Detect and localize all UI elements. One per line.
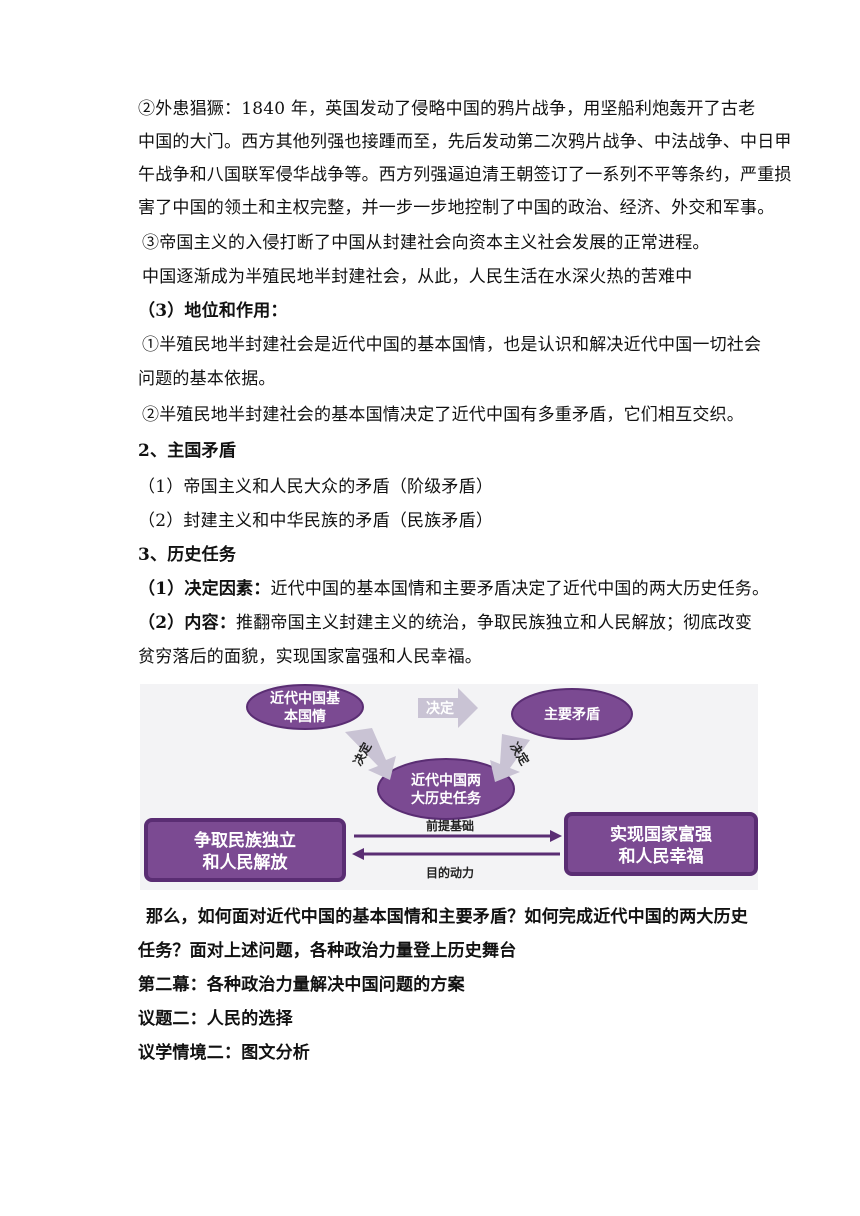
- paragraph-line: ②半殖民地半封建社会的基本国情决定了近代中国有多重矛盾，它们相互交织。: [142, 405, 744, 425]
- node-label: 近代中国两: [411, 772, 481, 789]
- paragraph-line: 中国逐渐成为半殖民地半封建社会，从此，人民生活在水深火热的苦难中: [142, 267, 693, 287]
- node-basic-conditions: [246, 684, 364, 730]
- paragraph-line: 害了中国的领土和主权完整，并一步一步地控制了中国的政治、经济、外交和军事。: [138, 198, 775, 218]
- paragraph-line: （1）决定因素：近代中国的基本国情和主要矛盾决定了近代中国的两大历史任务。: [138, 578, 769, 600]
- section-heading: 第二幕：各种政治力量解决中国问题的方案: [138, 975, 465, 995]
- section-heading: 3、历史任务: [138, 545, 237, 565]
- box-label: 和人民解放: [203, 852, 289, 873]
- paragraph-line: ①半殖民地半封建社会是近代中国的基本国情，也是认识和解决近代中国一切社会: [142, 335, 762, 355]
- node-two-tasks: [377, 758, 515, 820]
- task-diagram: 近代中国基 本国情 决定 主要矛盾 决定 决定 近代中国两 大历史任务 争取民族…: [140, 684, 758, 890]
- paragraph-line: 那么，如何面对近代中国的基本国情和主要矛盾？如何完成近代中国的两大历史: [146, 907, 748, 927]
- box-label: 实现国家富强: [610, 824, 712, 845]
- list-item: （2）封建主义和中华民族的矛盾（民族矛盾）: [138, 511, 494, 531]
- node-label: 近代中国基: [270, 690, 341, 707]
- label-bold: （2）内容：: [138, 613, 237, 633]
- paragraph-line: 午战争和八国联军侵华战争等。西方列强逼迫清王朝签订了一系列不平等条约，严重损: [138, 165, 792, 185]
- paragraph-line: 中国的大门。西方其他列强也接踵而至，先后发动第二次鸦片战争、中法战争、中日甲: [138, 132, 792, 152]
- section-heading: （3）地位和作用：: [138, 301, 288, 321]
- section-heading: 议学情境二：图文分析: [138, 1043, 310, 1063]
- paragraph-line: 问题的基本依据。: [138, 369, 276, 389]
- paragraph-line: 任务？面对上述问题，各种政治力量登上历史舞台: [138, 941, 517, 961]
- paragraph-line: 贫穷落后的面貌，实现国家富强和人民幸福。: [138, 647, 482, 667]
- paragraph-line: ③帝国主义的入侵打断了中国从封建社会向资本主义社会发展的正常进程。: [142, 233, 710, 253]
- text: 近代中国的基本国情和主要矛盾决定了近代中国的两大历史任务。: [270, 579, 770, 599]
- label-bold: （1）决定因素：: [138, 579, 271, 599]
- box-independence: [144, 818, 346, 882]
- node-label: 主要矛盾: [544, 706, 600, 723]
- box-label: 争取民族独立: [194, 830, 296, 851]
- list-item: （1）帝国主义和人民大众的矛盾（阶级矛盾）: [138, 477, 494, 497]
- section-heading: 2、主国矛盾: [138, 441, 237, 461]
- text: 推翻帝国主义封建主义的统治，争取民族独立和人民解放；彻底改变: [236, 613, 753, 633]
- arrow-decide-right-slant: [490, 734, 530, 782]
- paragraph-line: （2）内容：推翻帝国主义封建主义的统治，争取民族独立和人民解放；彻底改变: [138, 612, 764, 634]
- box-prosperity: [564, 812, 758, 876]
- link-label: 目的动力: [426, 865, 474, 880]
- arrow-decide-left: [345, 728, 396, 780]
- arrow-label: 决定: [426, 700, 454, 717]
- box-label: 和人民幸福: [619, 846, 704, 867]
- node-label: 大历史任务: [411, 790, 482, 807]
- section-heading: 议题二：人民的选择: [138, 1009, 293, 1029]
- arrow-decide-right: [418, 688, 478, 728]
- arrowhead-right: [550, 830, 562, 842]
- paragraph-line: ②外患猖獗：1840 年，英国发动了侵略中国的鸦片战争，用坚船利炮轰开了古老: [138, 99, 756, 119]
- arrowhead-left: [352, 848, 364, 860]
- diagram-svg: 近代中国基 本国情 决定 主要矛盾 决定 决定 近代中国两 大历史任务 争取民族…: [144, 684, 758, 882]
- node-label: 本国情: [284, 708, 326, 725]
- link-label: 前提基础: [426, 818, 474, 833]
- node-main-contradiction: [511, 688, 633, 740]
